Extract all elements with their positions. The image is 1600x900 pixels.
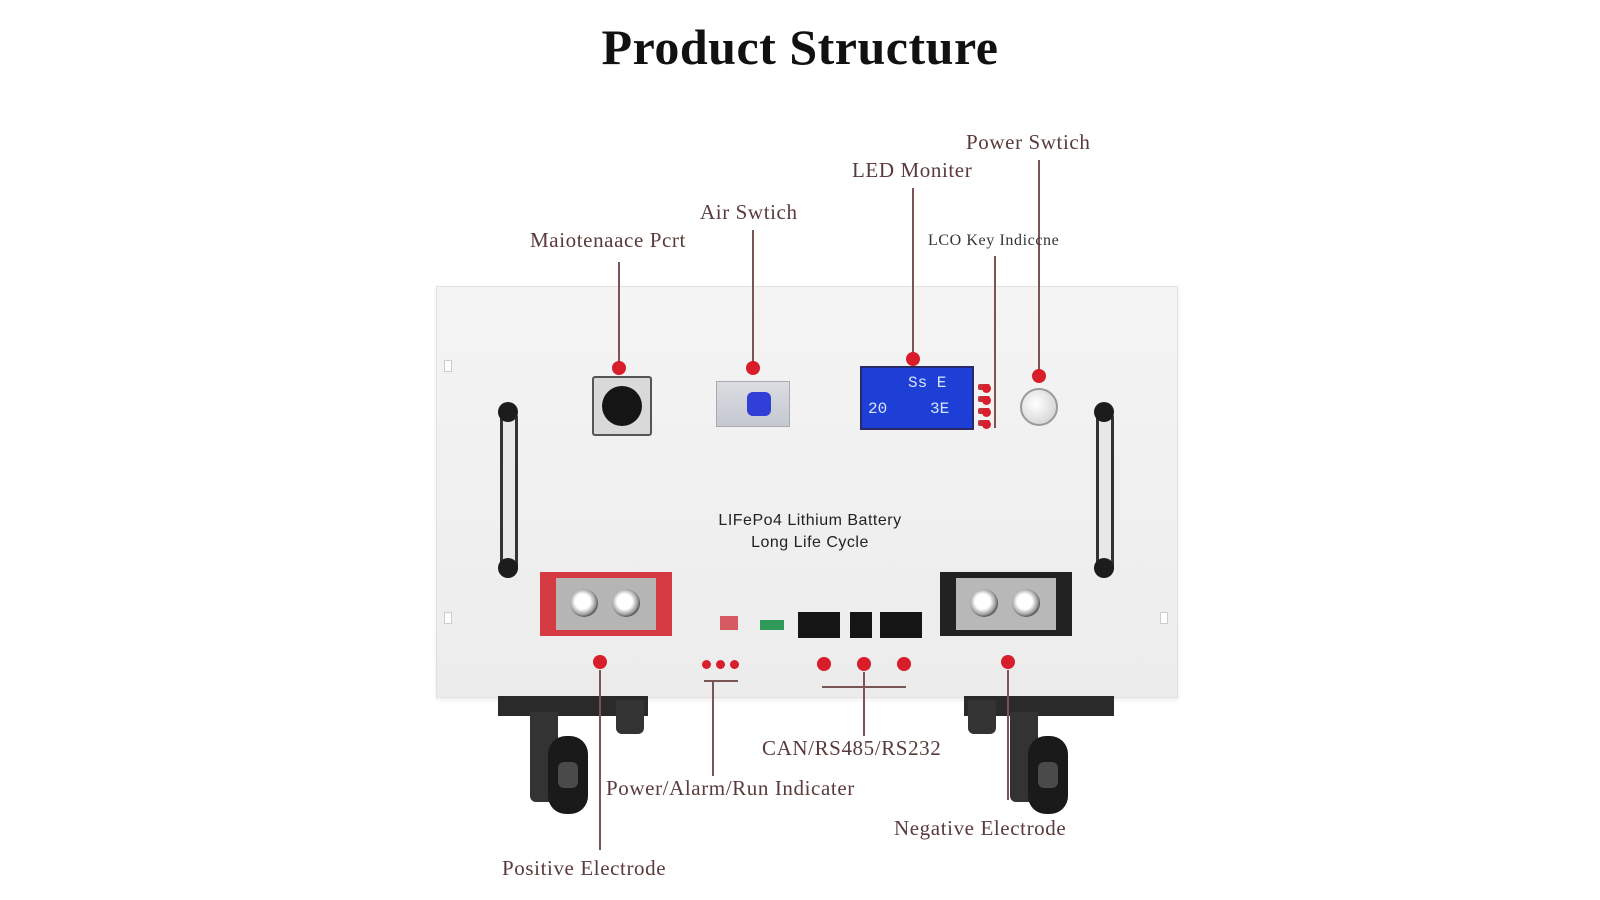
- callout-dot: [701, 659, 711, 669]
- label-power-switch: Power Swtich: [966, 130, 1091, 154]
- battery-label-line2: Long Life Cycle: [751, 534, 869, 551]
- battery-label-line1: LIFePo4 Lithium Battery: [718, 512, 902, 529]
- communication-port: [798, 612, 840, 638]
- label-led-monitor: LED Moniter: [852, 158, 973, 182]
- led-monitor-screen: Ss E 20 3E: [860, 366, 974, 430]
- communication-port: [880, 612, 922, 638]
- callout-line: [1007, 670, 1009, 800]
- lcd-readout-bottom-right: 3E: [930, 400, 950, 418]
- run-indicator-led: [760, 620, 784, 630]
- label-negative-electrode: Negative Electrode: [894, 816, 1067, 840]
- handle-cap: [1094, 558, 1114, 578]
- label-can-rs485-rs232: CAN/RS485/RS232: [762, 736, 942, 760]
- handle-cap: [498, 402, 518, 422]
- terminal-bolt: [570, 589, 598, 617]
- callout-line: [599, 670, 601, 850]
- left-handle: [500, 410, 518, 576]
- callout-dot: [593, 655, 607, 669]
- callout-dot: [981, 383, 991, 393]
- callout-dot: [981, 395, 991, 405]
- communication-port: [850, 612, 872, 638]
- air-switch[interactable]: [716, 381, 790, 427]
- callout-line: [618, 262, 620, 366]
- right-wheel: [1028, 736, 1068, 814]
- callout-dot: [981, 419, 991, 429]
- right-wheel-bracket: [968, 700, 996, 734]
- lcd-readout-bottom-left: 20: [868, 400, 888, 418]
- mounting-hole: [444, 360, 452, 372]
- page-title: Product Structure: [601, 19, 999, 75]
- positive-terminal: [540, 572, 672, 636]
- alarm-indicator-led: [720, 616, 738, 630]
- terminal-bolt: [970, 589, 998, 617]
- callout-dot: [817, 657, 831, 671]
- label-power-alarm-run-indicator: Power/Alarm/Run Indicater: [606, 776, 855, 800]
- callout-line: [712, 682, 714, 776]
- left-wheel-mount: [498, 696, 648, 716]
- callout-line: [994, 256, 996, 428]
- terminal-bolt: [612, 589, 640, 617]
- callout-line: [704, 680, 738, 682]
- callout-line: [1038, 160, 1040, 374]
- callout-dot: [612, 361, 626, 375]
- left-wheel-bracket: [616, 700, 644, 734]
- right-wheel-mount: [964, 696, 1114, 716]
- callout-dot: [1001, 655, 1015, 669]
- callout-dot: [981, 407, 991, 417]
- callout-line: [912, 188, 914, 358]
- handle-cap: [1094, 402, 1114, 422]
- maintenance-port[interactable]: [592, 376, 652, 436]
- label-positive-electrode: Positive Electrode: [502, 856, 667, 880]
- mounting-hole: [1160, 612, 1168, 624]
- label-lcd-key-indicator: LCO Key Indiccne: [928, 232, 1060, 249]
- callout-dot: [715, 659, 725, 669]
- callout-dot: [729, 659, 739, 669]
- callout-dot: [906, 352, 920, 366]
- negative-terminal: [940, 572, 1072, 636]
- terminal-bolt: [1012, 589, 1040, 617]
- callout-dot: [857, 657, 871, 671]
- callout-line: [752, 230, 754, 368]
- callout-dot: [1032, 369, 1046, 383]
- callout-dot: [897, 657, 911, 671]
- right-handle: [1096, 410, 1114, 576]
- air-switch-knob[interactable]: [747, 392, 771, 416]
- mounting-hole: [444, 612, 452, 624]
- callout-dot: [746, 361, 760, 375]
- lcd-readout-top: Ss E: [908, 374, 947, 392]
- left-wheel: [548, 736, 588, 814]
- power-switch-button[interactable]: [1020, 388, 1058, 426]
- callout-line: [863, 672, 865, 736]
- label-air-switch: Air Swtich: [700, 200, 798, 224]
- handle-cap: [498, 558, 518, 578]
- label-maintenance-port: Maiotenaace Pcrt: [530, 228, 686, 252]
